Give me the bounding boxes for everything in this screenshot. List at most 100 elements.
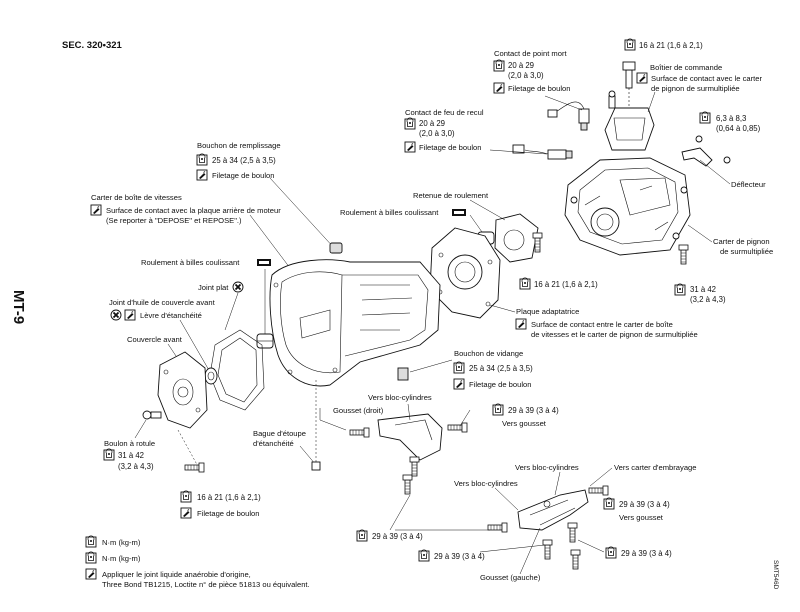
gusset-left-bolt-lower-3	[570, 549, 581, 570]
gusset-left-bolt-right	[588, 485, 609, 496]
gusset-lower-torque-2: 29 à 39 (3 à 4)	[434, 552, 485, 561]
overdrive-case-label-2: de surmultipliée	[720, 247, 773, 256]
torque-wrench-icon	[519, 277, 531, 290]
reverse-switch-part	[512, 144, 573, 160]
reverse-switch-torque-kgm: (2,0 à 3,0)	[419, 129, 455, 138]
seal-lip-label: Lèvre d'étanchéité	[140, 311, 202, 320]
sealant-icon	[453, 378, 465, 390]
adapter-plate-label: Plaque adaptatrice	[516, 307, 579, 316]
filler-plug-label: Bouchon de remplissage	[197, 141, 281, 150]
gusset-right-bolt-lower-2	[409, 456, 420, 477]
sealant-icon	[636, 72, 648, 84]
sealant-icon	[404, 141, 416, 153]
gusset-right-bolt-right	[447, 422, 468, 433]
deflector-torque: 6,3 à 8,3	[716, 114, 746, 123]
torque-wrench-icon	[492, 403, 504, 416]
torque-wrench-icon	[603, 497, 615, 510]
reverse-switch-label: Contact de feu de recul	[405, 108, 484, 117]
reverse-switch-thread-note: Filetage de boulon	[419, 143, 482, 152]
torque-wrench-icon	[404, 117, 416, 130]
to-cylinder-block-label-3: Vers bloc-cylindres	[454, 479, 518, 488]
gusset-left-bolt-lower-2	[567, 522, 578, 543]
transmission-case-part	[269, 259, 441, 387]
legend-item-1: N·m (kg-m)	[102, 538, 141, 547]
gusset-right-bolt-torque: 29 à 39 (3 à 4)	[508, 406, 559, 415]
front-cover-bolt-thread-note: Filetage de boulon	[197, 509, 260, 518]
filler-plug-part	[329, 242, 343, 254]
gusset-left-upper-torque: 29 à 39 (3 à 4)	[619, 500, 670, 509]
front-cover-bolt	[184, 462, 205, 473]
gusset-lower-torque-1: 29 à 39 (3 à 4)	[372, 532, 423, 541]
grease-icon	[452, 209, 466, 216]
adapter-plate-bolt-torque: 16 à 21 (1,6 à 2,1)	[534, 280, 598, 289]
to-gusset-label-1: Vers gousset	[502, 419, 547, 428]
gasket-part	[209, 329, 265, 411]
drain-plug-torque: 25 à 34 (2,5 à 3,5)	[469, 364, 533, 373]
overdrive-bolt-torque-kgm: (3,2 à 4,3)	[690, 295, 726, 304]
adapter-plate-part	[429, 227, 501, 319]
ball-pin-bolt-part	[142, 410, 162, 420]
torque-wrench-icon	[605, 546, 617, 559]
torque-wrench-icon	[674, 283, 686, 296]
gusset-lower-torque-3: 29 à 39 (3 à 4)	[621, 549, 672, 558]
sealant-icon	[493, 82, 505, 94]
transmission-case-note-2: (Se reporter à "DEPOSE" et REPOSE".)	[106, 216, 242, 225]
legend-item-3b: Three Bond TB1215, Loctite n° de pièce 5…	[102, 580, 310, 589]
overdrive-bolt	[678, 244, 689, 265]
sliding-ball-bearing-label-2: Roulement à billes coulissant	[340, 208, 439, 217]
front-cover-oil-seal-label: Joint d'huile de couvercle avant	[109, 298, 216, 307]
torque-wrench-icon	[624, 38, 636, 51]
transmission-case-label: Carter de boîte de vitesses	[91, 193, 182, 202]
ball-pin-bolt-torque-kgm: (3,2 à 4,3)	[118, 462, 154, 471]
drain-plug-thread-note: Filetage de boulon	[469, 380, 532, 389]
control-housing-bolt-torque: 16 à 21 (1,6 à 2,1)	[639, 41, 703, 50]
drain-plug-part	[397, 367, 409, 381]
transmission-case-note-1: Surface de contact avec la plaque arrièr…	[106, 206, 281, 215]
adapter-plate-note-2: de vitesses et le carter de pignon de su…	[531, 330, 698, 339]
gusset-left-bolt-lower-1	[542, 539, 553, 560]
ball-pin-bolt-torque: 31 à 42	[118, 451, 144, 460]
ball-pin-bolt-label: Boulon à rotule	[104, 439, 155, 448]
packing-bushing-label-1: Bague d'étoupe	[253, 429, 306, 438]
neutral-switch-label: Contact de point mort	[494, 49, 567, 58]
gusset-right-label: Gousset (droit)	[333, 406, 384, 415]
overdrive-case-label-1: Carter de pignon	[713, 237, 770, 246]
sealant-icon	[180, 507, 192, 519]
deflector-torque-kgm: (0,64 à 0,85)	[716, 124, 761, 133]
torque-wrench-icon	[356, 529, 368, 542]
sliding-ball-bearing-label-1: Roulement à billes coulissant	[141, 258, 240, 267]
torque-wrench-icon	[103, 448, 115, 461]
legend-item-2: N·m (kg-m)	[102, 554, 141, 563]
sealant-icon	[124, 309, 136, 321]
control-housing-note-1: Surface de contact avec le carter	[651, 74, 762, 83]
sealant-icon	[90, 204, 102, 216]
neutral-switch-thread-note: Filetage de boulon	[508, 84, 571, 93]
torque-wrench-icon	[699, 111, 711, 124]
sealant-icon	[515, 318, 527, 330]
side-page-tab: MT-9	[10, 290, 27, 324]
gusset-right-part	[377, 413, 443, 461]
sealant-icon	[85, 568, 97, 580]
torque-wrench-icon	[180, 490, 192, 503]
filler-plug-torque: 25 à 34 (2,5 à 3,5)	[212, 156, 276, 165]
drain-plug-label: Bouchon de vidange	[454, 349, 523, 358]
discard-x-icon	[232, 281, 244, 293]
neutral-switch-part	[547, 101, 590, 131]
sealant-icon	[196, 169, 208, 181]
control-housing-note-2: de pignon de surmultipliée	[651, 84, 740, 93]
to-cylinder-block-label-1: Vers bloc-cylindres	[368, 393, 432, 402]
gusset-left-label: Gousset (gauche)	[480, 573, 541, 582]
image-code: SMT546D	[772, 560, 779, 590]
gusset-left-part	[517, 489, 589, 531]
torque-wrench-icon	[493, 59, 505, 72]
to-clutch-housing-label: Vers carter d'embrayage	[614, 463, 697, 472]
front-cover-bolt-torque: 16 à 21 (1,6 à 2,1)	[197, 493, 261, 502]
packing-bushing-part	[311, 461, 321, 471]
filler-plug-thread-note: Filetage de boulon	[212, 171, 275, 180]
gusset-right-bolt-lower	[402, 474, 413, 495]
front-cover-label: Couvercle avant	[127, 335, 183, 344]
grease-icon	[257, 259, 271, 266]
front-cover-part	[157, 351, 208, 429]
